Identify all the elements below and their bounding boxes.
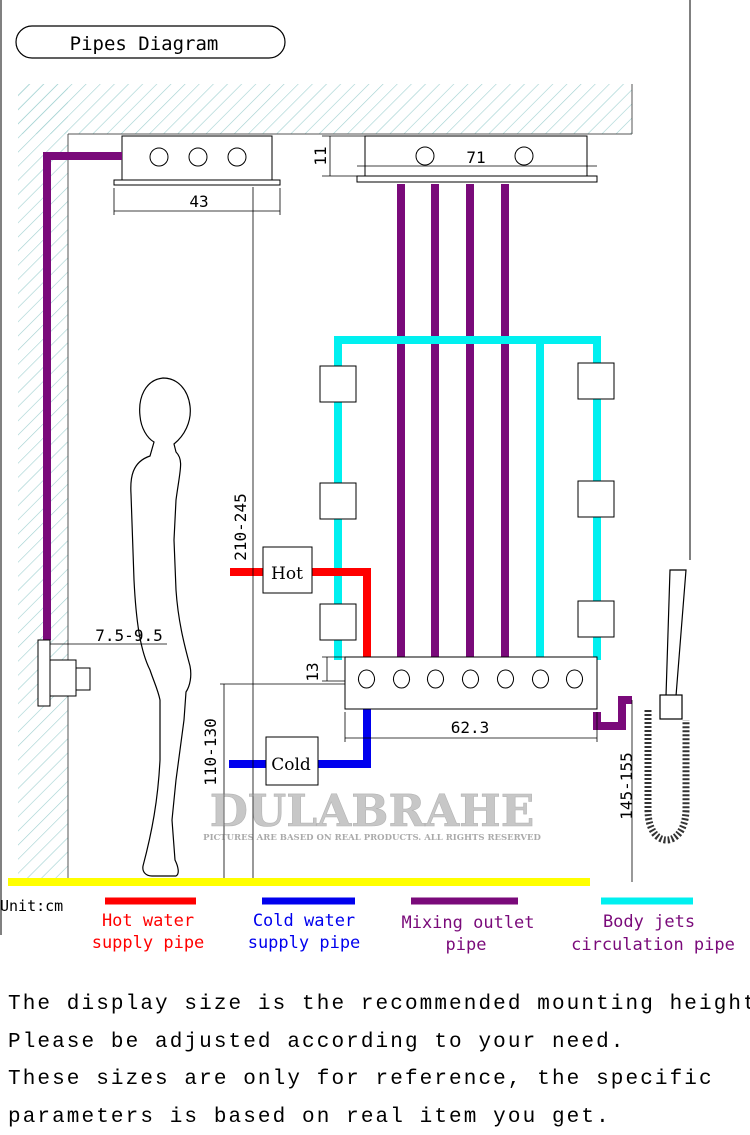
- legend-bodyjets-line2: circulation pipe: [571, 935, 735, 955]
- rain-shower-unit: [113, 135, 281, 186]
- dim-rain-depth: 43: [113, 188, 281, 215]
- dim-panel-drop: 13: [303, 656, 345, 682]
- watermark-brand: DULABRAHE: [210, 786, 535, 837]
- legend: Unit:cm Hot water supply pipe Cold water…: [0, 897, 735, 955]
- legend-mixing-line1: Mixing outlet: [401, 913, 534, 933]
- watermark: DULABRAHE PICTURES ARE BASED ON REAL PRO…: [203, 786, 541, 843]
- dim-wall-offset: 7.5-9.5: [43, 626, 167, 645]
- control-panel: [344, 656, 598, 710]
- cold-label: Cold: [271, 755, 311, 775]
- body-jets: [319, 362, 615, 641]
- dim-label-wall-offset: 7.5-9.5: [95, 626, 162, 645]
- dim-label-rain-depth: 43: [189, 192, 208, 211]
- wall-valve: [37, 639, 91, 707]
- dim-overhead-width: 71: [357, 148, 597, 167]
- legend-hot-line1: Hot water: [102, 911, 194, 931]
- dim-low-height: 110-130: [201, 683, 345, 882]
- note-line-2: Please be adjusted according to your nee…: [8, 1031, 626, 1054]
- hand-shower: [644, 569, 690, 844]
- dim-label-panel-width: 62.3: [451, 718, 490, 737]
- cold-label-box: Cold: [265, 736, 319, 786]
- pipes-diagram: Pipes Diagram 11 71 43: [0, 0, 735, 955]
- handshower-outlet-pipe: [593, 696, 632, 730]
- hot-label: Hot: [271, 564, 303, 584]
- dim-label-overhead-drop: 11: [311, 146, 330, 165]
- dim-overhead-drop: 11: [311, 135, 365, 177]
- note-line-3: These sizes are only for reference, the …: [8, 1068, 714, 1091]
- dim-valve-height: 210-245: [231, 187, 254, 882]
- dim-label-low-height: 110-130: [201, 718, 220, 785]
- legend-cold-line1: Cold water: [253, 911, 355, 931]
- hot-label-box: Hot: [262, 546, 313, 594]
- dim-label-panel-drop: 13: [303, 662, 322, 681]
- dim-label-handshower-height: 145-155: [617, 752, 636, 819]
- wall-hatching: [18, 84, 633, 880]
- unit-label: Unit:cm: [0, 897, 63, 915]
- note-line-4: parameters is based on real item you get…: [8, 1106, 611, 1129]
- overhead-shower-unit: [356, 135, 598, 183]
- mixing-pipe-left: [43, 152, 122, 640]
- watermark-tagline: PICTURES ARE BASED ON REAL PRODUCTS. ALL…: [203, 833, 541, 843]
- page-title: Pipes Diagram: [70, 33, 219, 55]
- legend-cold-line2: supply pipe: [248, 933, 361, 953]
- dim-label-overhead-width: 71: [466, 148, 485, 167]
- legend-hot-line2: supply pipe: [92, 933, 205, 953]
- dim-handshower-height: 145-155: [617, 700, 636, 882]
- mixing-outlet-pipes: [397, 184, 509, 660]
- dim-label-valve-height: 210-245: [231, 493, 250, 560]
- legend-bodyjets-line1: Body jets: [603, 912, 695, 932]
- legend-mixing-line2: pipe: [446, 935, 487, 955]
- human-figure: [130, 377, 192, 877]
- note-line-1: The display size is the recommended moun…: [8, 993, 750, 1016]
- dim-panel-width: 62.3: [344, 712, 598, 742]
- title-pill: Pipes Diagram: [15, 25, 286, 59]
